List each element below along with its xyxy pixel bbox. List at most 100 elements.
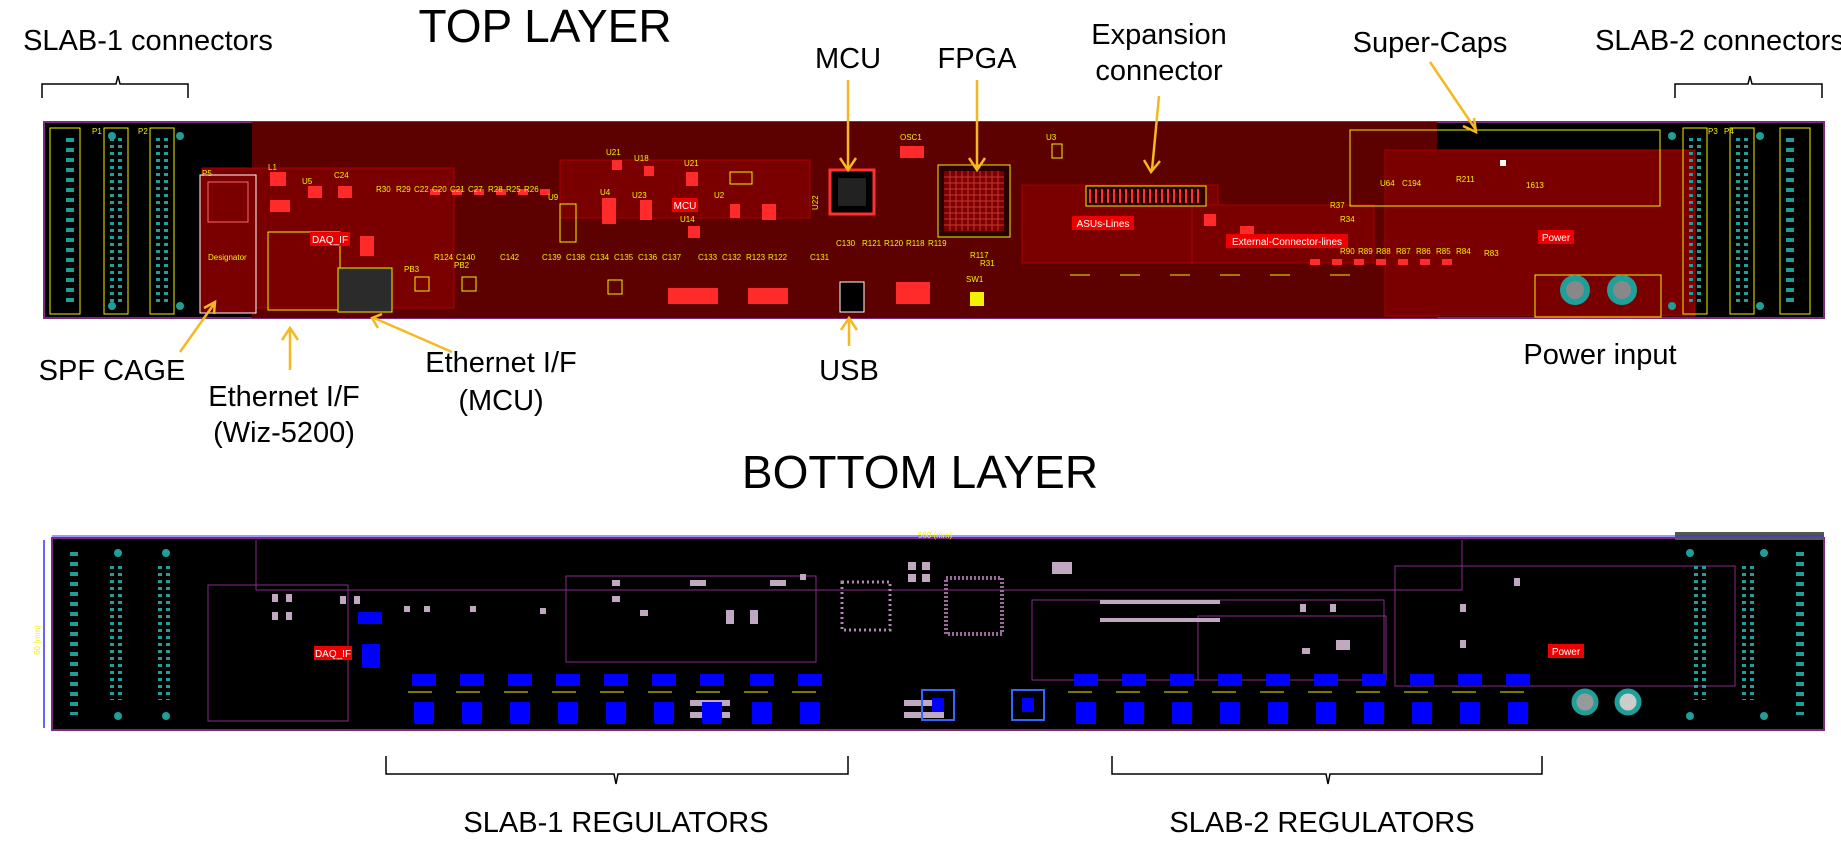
power-input-terminal-1: [1560, 275, 1590, 305]
brace-slab2-connectors: [1674, 75, 1823, 98]
silk-u5: U5: [302, 177, 313, 186]
bottom-outlines: [207, 540, 1736, 722]
label-slab2-regulators: SLAB-2 REGULATORS: [1169, 807, 1474, 838]
silk-c130: C130: [836, 239, 856, 248]
silk-c137: C137: [662, 253, 682, 262]
silk-l1: L1: [268, 163, 277, 172]
label-eth-wiz-line1: Ethernet I/F: [208, 381, 360, 413]
sfp-cage-part: [199, 174, 257, 314]
silk-r90: R90: [1340, 247, 1355, 256]
silk-r83: R83: [1484, 249, 1499, 258]
arrow-supercaps: [1428, 61, 1478, 135]
label-expansion-line2: connector: [1095, 55, 1223, 87]
brace-slab2-regulators: [1111, 756, 1543, 785]
silk-u64: U64: [1380, 179, 1395, 188]
bottom-regulators: [358, 612, 1530, 724]
bottom-fpga-footprint: [944, 576, 1004, 636]
bottom-board-tags: DAQ_IF Power: [314, 644, 1584, 660]
silk-designator: Designator: [208, 253, 247, 262]
silk-c135: C135: [614, 253, 634, 262]
callout-arrows: [178, 61, 1478, 370]
silk-c22: C22: [414, 185, 429, 194]
silk-r121: R121: [862, 239, 882, 248]
silk-r124: R124: [434, 253, 454, 262]
silk-c132: C132: [722, 253, 742, 262]
silk-r30: R30: [376, 185, 391, 194]
silk-u22: U22: [811, 195, 820, 210]
mcu-die: [838, 178, 866, 206]
silk-u21: U21: [606, 148, 621, 157]
silk-c140: C140: [456, 253, 476, 262]
silk-u3: U3: [1046, 133, 1057, 142]
tag-power-top: Power: [1542, 233, 1571, 244]
silk-u23: U23: [632, 191, 647, 200]
label-usb: USB: [819, 355, 879, 387]
top-small-parts: [270, 143, 1506, 306]
top-layer-heading: TOP LAYER: [418, 0, 671, 52]
label-slab1-regulators: SLAB-1 REGULATORS: [463, 807, 768, 838]
top-slab1-connectors: [49, 127, 184, 315]
bottom-power-terminal-1: [1571, 688, 1599, 716]
tag-external-connector-lines: External-Connector-lines: [1232, 237, 1342, 248]
silk-p4: P4: [1724, 127, 1734, 136]
label-spf-cage: SPF CAGE: [39, 355, 186, 387]
arrow-usb: [839, 315, 859, 346]
bottom-mcu-footprint: [840, 580, 892, 632]
silk-c21: C21: [450, 185, 465, 194]
silk-p2: P2: [138, 127, 148, 136]
silk-r28: R28: [488, 185, 503, 194]
top-layer-board: U21 U18 U21 U23 U4 U2 U14 U22 OSC1 U3 U9…: [43, 121, 1825, 319]
silk-r84: R84: [1456, 247, 1471, 256]
silk-c194: C194: [1402, 179, 1422, 188]
silk-r120: R120: [884, 239, 904, 248]
silk-r26: R26: [524, 185, 539, 194]
silk-r25: R25: [506, 185, 521, 194]
silk-r85: R85: [1436, 247, 1451, 256]
label-power-input: Power input: [1523, 339, 1676, 371]
silk-r37: R37: [1330, 201, 1345, 210]
silk-c142: C142: [500, 253, 520, 262]
arrow-eth-mcu: [370, 312, 453, 354]
label-supercaps: Super-Caps: [1353, 27, 1508, 59]
silk-p5: P5: [202, 169, 212, 178]
bottom-power-terminal-2: [1614, 688, 1642, 716]
usb-connector: [839, 281, 865, 313]
label-slab1-connectors: SLAB-1 connectors: [23, 25, 273, 57]
sfp-cage-inner: [207, 181, 249, 223]
silk-u4: U4: [600, 188, 611, 197]
silk-u21b: U21: [684, 159, 699, 168]
expansion-pins: [1089, 189, 1199, 203]
silk-c134: C134: [590, 253, 610, 262]
tag-mcu: MCU: [674, 201, 697, 212]
arrow-mcu: [838, 80, 858, 173]
arrow-eth-wiz: [280, 325, 300, 370]
silk-r117: R117: [970, 251, 989, 260]
silk-r88: R88: [1376, 247, 1391, 256]
silk-r122: R122: [768, 253, 788, 262]
bottom-slab1-connectors: [70, 549, 170, 720]
supercaps-outline: [1349, 129, 1661, 207]
arrow-fpga: [967, 80, 987, 173]
silk-r118: R118: [906, 239, 925, 248]
silk-c133: C133: [698, 253, 718, 262]
silk-r89: R89: [1358, 247, 1373, 256]
silk-pb3: PB3: [404, 265, 420, 274]
tag-daq-if-top: DAQ_IF: [312, 235, 348, 246]
silk-r29: R29: [396, 185, 411, 194]
brace-slab1-regulators: [385, 756, 849, 785]
silk-c138: C138: [566, 253, 586, 262]
silk-scale-dim: 560 (mm): [918, 531, 953, 540]
brace-slab1-connectors: [41, 75, 189, 98]
silk-p1: P1: [92, 127, 102, 136]
top-slab2-connectors: [1668, 127, 1811, 315]
top-board-tags: DAQ_IF MCU ASUs-Lines External-Connector…: [310, 198, 1574, 248]
silk-pb2: PB2: [454, 261, 470, 270]
silk-c136: C136: [638, 253, 658, 262]
silk-1613: 1613: [1526, 181, 1544, 190]
bottom-slab2-connectors: [1686, 549, 1804, 720]
label-slab2-connectors: SLAB-2 connectors: [1595, 25, 1841, 57]
arrow-spf-cage: [178, 299, 217, 353]
power-input-outline: [1534, 274, 1662, 318]
